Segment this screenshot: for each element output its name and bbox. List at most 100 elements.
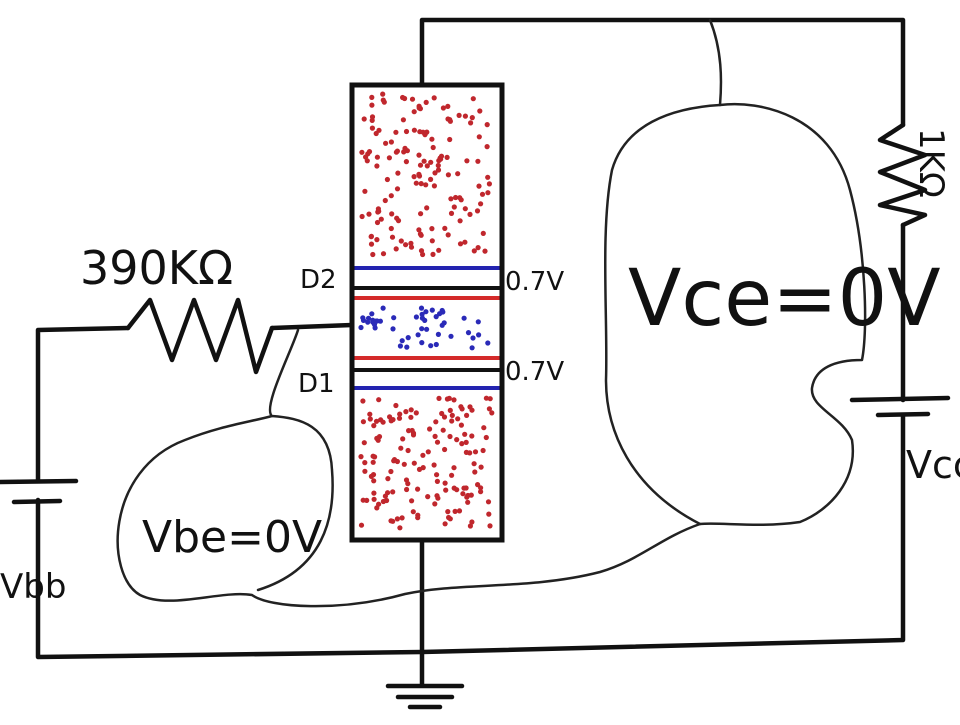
emitter-electron-dot <box>420 465 426 471</box>
vce-label: Vce=0V <box>628 254 941 344</box>
base-hole-dot <box>465 330 472 336</box>
emitter-electron-dot <box>364 497 370 503</box>
base-hole-dot <box>377 318 383 324</box>
emitter-electron-dot <box>376 434 383 440</box>
emitter-electron-dot <box>415 486 421 492</box>
emitter-electron-dot <box>442 480 448 486</box>
base-hole-dot <box>469 345 475 351</box>
collector-electron-dot <box>462 239 468 245</box>
collector-electron-dot <box>440 105 446 111</box>
emitter-electron-dot <box>367 411 373 417</box>
collector-electron-dot <box>451 204 457 210</box>
collector-electron-dot <box>435 167 442 173</box>
collector-electron-dot <box>474 208 481 214</box>
vce-loop <box>116 18 867 608</box>
emitter-electron-dot <box>451 397 457 403</box>
collector-electron-dot <box>457 218 463 224</box>
collector-electron-dot <box>374 154 380 160</box>
collector-electron-dot <box>429 226 435 232</box>
collector-electron-dot <box>485 190 491 196</box>
emitter-electron-dot <box>446 395 452 401</box>
emitter-electron-dot <box>465 499 471 505</box>
emitter-electron-dot <box>362 468 368 474</box>
base-hole-dot <box>358 324 364 331</box>
collector-electron-dot <box>416 227 422 233</box>
collector-electron-dot <box>400 117 406 123</box>
collector-electron-dot <box>484 122 490 128</box>
emitter-electron-dot <box>420 452 426 458</box>
base-wire-left <box>35 325 131 483</box>
emitter-electron-dot <box>463 485 469 491</box>
emitter-electron-dot <box>371 478 377 484</box>
base-hole-dot <box>418 305 425 311</box>
collector-electron-dot <box>417 231 423 237</box>
collector-electron-dot <box>389 211 395 217</box>
collector-electron-dot <box>359 149 365 155</box>
base-hole-dot <box>470 335 476 341</box>
emitter-electron-dot <box>397 525 403 531</box>
emitter-electron-dot <box>362 460 368 466</box>
emitter-electron-dot <box>447 433 453 440</box>
vcc-label: Vcc <box>906 443 960 487</box>
base-hole-dot <box>429 307 435 313</box>
emitter-electron-dot <box>434 478 440 484</box>
base-hole-dot <box>391 315 397 321</box>
emitter-electron-dot <box>415 515 421 521</box>
emitter-electron-dot <box>439 410 445 417</box>
emitter-return-wire <box>419 412 906 655</box>
emitter-electron-dot <box>432 433 438 439</box>
emitter-electron-dot <box>390 489 396 495</box>
base-hole-dot <box>360 315 366 321</box>
collector-electron-dot <box>470 96 476 102</box>
collector-electron-dot <box>471 248 477 254</box>
collector-electron-dot <box>430 251 436 257</box>
emitter-electron-dot <box>478 489 484 495</box>
emitter-electron-dot <box>460 491 466 497</box>
base-hole-dot <box>433 341 439 348</box>
collector-electron-dot <box>402 145 408 151</box>
collector-electron-dot <box>476 134 482 140</box>
emitter-electron-dot <box>481 425 487 431</box>
base-hole-dot <box>390 326 396 332</box>
collector-resistor-label: 1KΩ <box>911 128 951 198</box>
collector-electron-dot <box>362 188 368 194</box>
collector-wire-top <box>419 17 906 128</box>
collector-electron-dot <box>359 213 365 220</box>
emitter-electron-dot <box>431 462 437 468</box>
base-hole-dot <box>365 315 372 321</box>
collector-electron-dot <box>374 163 380 169</box>
vbb-battery-symbol <box>0 478 79 505</box>
collector-electron-dot <box>431 95 437 101</box>
emitter-electron-dot <box>485 499 492 505</box>
diode-d2-label: D2 <box>300 265 337 295</box>
collector-electron-dot <box>418 181 424 187</box>
collector-electron-dot <box>394 215 400 221</box>
collector-electron-dot <box>369 114 376 120</box>
emitter-electron-dot <box>399 515 405 521</box>
emitter-electron-dot <box>443 487 449 493</box>
collector-electron-dot <box>393 129 399 135</box>
base-hole-dot <box>380 305 386 311</box>
collector-electron-dot <box>431 183 437 189</box>
emitter-electron-dot <box>376 397 382 403</box>
collector-electron-dot <box>479 191 486 197</box>
emitter-electron-dot <box>458 422 464 428</box>
emitter-electron-dot <box>449 412 455 418</box>
transistor-block <box>349 82 505 543</box>
emitter-electron-dot <box>408 414 414 420</box>
base-hole-dot <box>435 331 441 337</box>
base-hole-dot <box>448 333 454 339</box>
collector-electron-dot <box>369 94 375 100</box>
collector-electron-dot <box>408 240 414 246</box>
collector-electron-dot <box>438 153 445 159</box>
collector-electron-dot <box>484 144 490 150</box>
collector-electron-dot <box>418 211 424 217</box>
collector-electron-dot <box>482 248 488 254</box>
emitter-electron-dot <box>468 492 474 498</box>
base-hole-dot <box>372 325 378 331</box>
base-hole-dot <box>397 343 403 349</box>
collector-electron-dot <box>486 181 492 187</box>
emitter-electron-dot <box>405 447 411 454</box>
collector-electron-dot <box>423 182 429 188</box>
